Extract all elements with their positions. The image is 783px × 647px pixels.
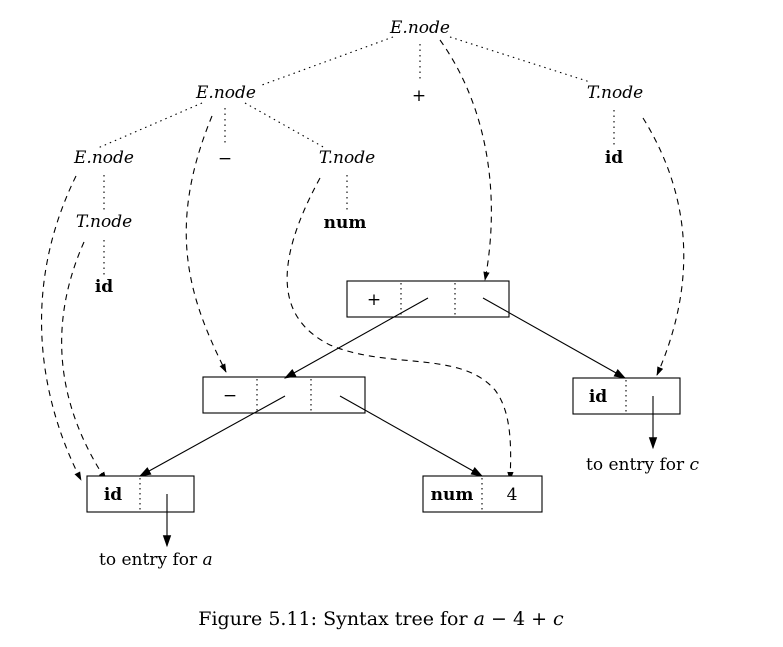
id-c-box-label: id (589, 387, 607, 407)
parse-tree-edges (97, 36, 615, 275)
minus-box (202, 376, 366, 414)
edge-minus-to-num (339, 395, 484, 477)
node-pointers (41, 39, 685, 481)
num-box-label: num (431, 485, 474, 505)
pointer-ell-to-ida-box (41, 175, 82, 481)
label-e-ll: E.node (73, 148, 134, 168)
edge-minus-to-ida (138, 395, 286, 477)
minus-box-op: − (223, 386, 237, 406)
edge-eleft-tmid (244, 102, 326, 149)
edge-eleft-ell (97, 102, 203, 149)
label-t-right: T.node (587, 83, 643, 103)
edge-root-tright (449, 36, 591, 83)
id-a-box-label: id (104, 485, 122, 505)
label-plus-op: + (412, 86, 426, 106)
pointer-eleft-to-minus-box (185, 115, 227, 373)
pointer-tll-to-ida-box (61, 241, 107, 481)
pointer-tmid-to-num-box (286, 177, 514, 481)
pointer-tright-to-idc-box (642, 117, 685, 376)
edge-plus-to-minus (283, 297, 429, 379)
label-id-left: id (95, 277, 113, 297)
label-t-mid: T.node (319, 148, 375, 168)
box-dividers (139, 283, 627, 510)
num-box-value: 4 (507, 485, 518, 505)
label-id-right: id (605, 148, 623, 168)
label-root: E.node (389, 18, 450, 38)
label-e-left: E.node (195, 83, 256, 103)
pointer-root-to-plus-box (439, 39, 492, 281)
label-num-leaf: num (324, 213, 367, 233)
entry-c-label: to entry for c (586, 455, 700, 475)
edge-root-eleft (261, 36, 394, 86)
edge-plus-to-idc (482, 297, 627, 379)
label-minus-op: − (218, 149, 232, 169)
plus-box-op: + (367, 290, 381, 310)
figure-caption: Figure 5.11: Syntax tree for a − 4 + c (198, 608, 564, 630)
entry-a-label: to entry for a (99, 550, 213, 570)
label-t-ll: T.node (76, 212, 132, 232)
plus-box (346, 280, 510, 318)
child-edges (138, 297, 658, 548)
